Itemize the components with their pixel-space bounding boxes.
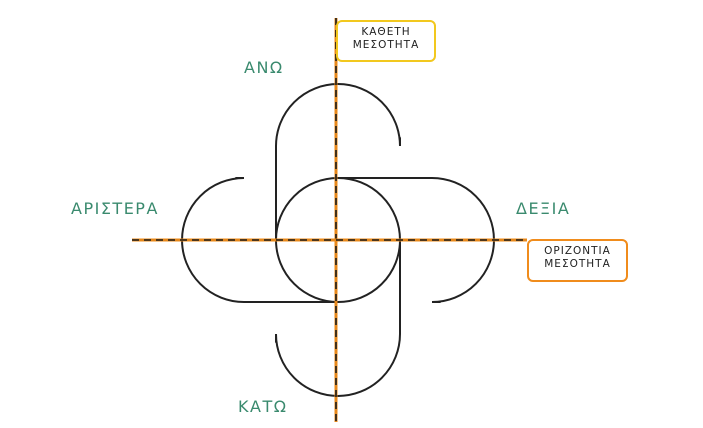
vertical-axis-label-line2: ΜΕΣΟΤΗΤΑ bbox=[352, 39, 420, 51]
label-down: ΚΑΤΩ bbox=[238, 397, 288, 416]
horizontal-axis-label-box: ΟΡΙΖΟΝΤΙΑ ΜΕΣΟΤΗΤΑ bbox=[527, 239, 628, 282]
vertical-axis-label-box: ΚΑΘΕΤΗ ΜΕΣΟΤΗΤΑ bbox=[336, 20, 436, 62]
vertical-axis-label-line1: ΚΑΘΕΤΗ bbox=[361, 26, 411, 38]
label-up: ΑΝΩ bbox=[244, 58, 284, 77]
top-arm bbox=[275, 83, 401, 241]
horizontal-axis-label-line2: ΜΕΣΟΤΗΤΑ bbox=[544, 258, 611, 270]
label-right: ΔΕΞΙΑ bbox=[516, 199, 571, 218]
label-left: ΑΡΙΣΤΕΡΑ bbox=[71, 199, 159, 218]
bottom-arm bbox=[275, 239, 401, 397]
horizontal-axis-label-line1: ΟΡΙΖΟΝΤΙΑ bbox=[544, 245, 611, 257]
